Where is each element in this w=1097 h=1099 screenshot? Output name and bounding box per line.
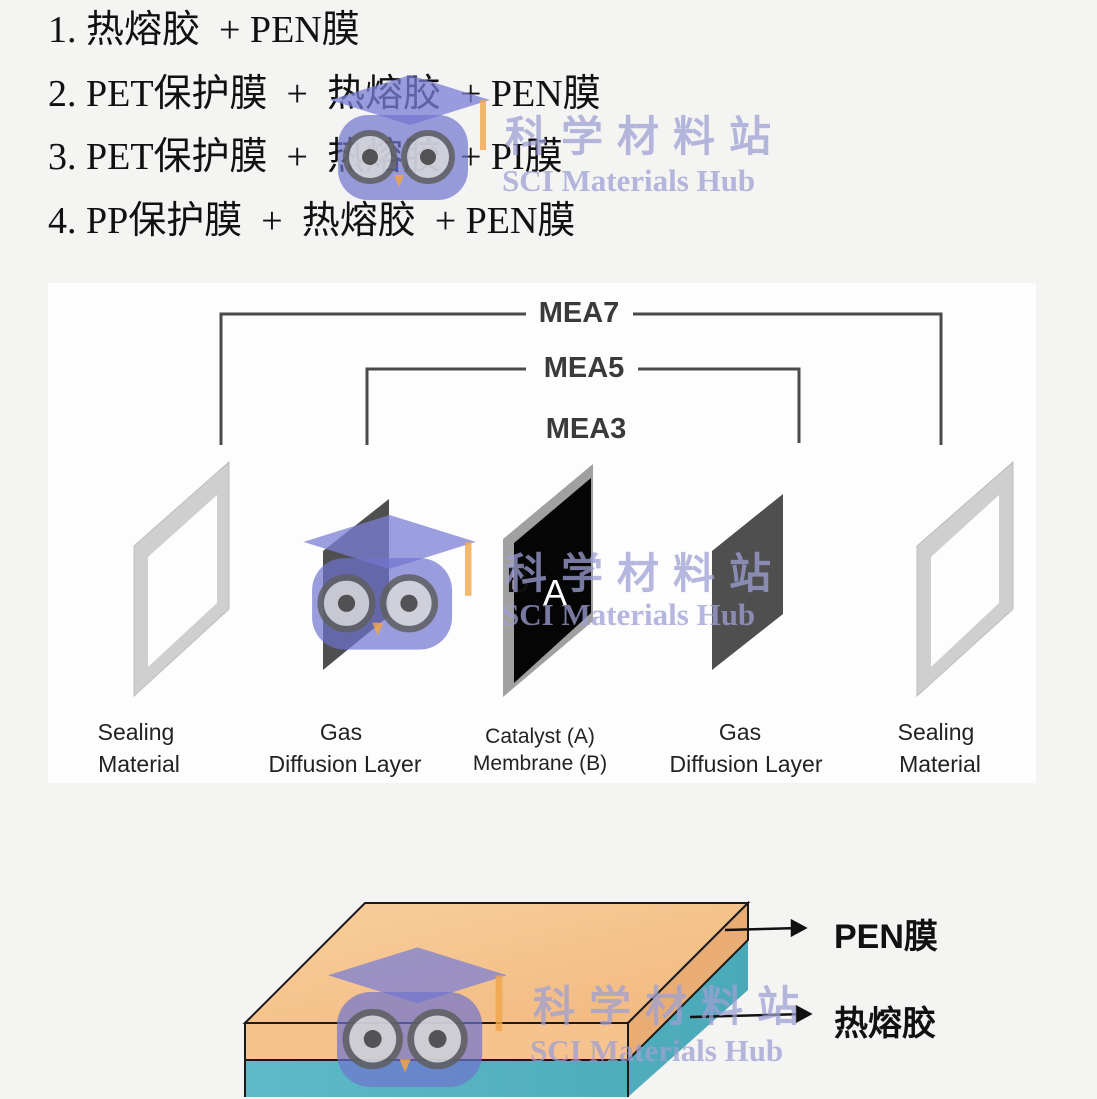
- arrow-to-glue: [689, 1004, 813, 1024]
- pen-film-label: PEN膜: [834, 918, 938, 956]
- mea7-bracket: [219, 312, 943, 445]
- caption-gdl-left-1: Gas: [320, 719, 362, 745]
- option-item-4: 4. PP保护膜 + 热熔胶 + PEN膜: [48, 200, 576, 242]
- option-item-2: 2. PET保护膜 + 热熔胶 + PEN膜: [48, 73, 601, 115]
- caption-catalyst-1: Catalyst (A): [485, 725, 595, 748]
- mea5-label: MEA5: [544, 352, 625, 384]
- arrow-to-pen: [724, 918, 808, 938]
- mea5-bracket: [365, 367, 801, 445]
- sealing-frame-right: [916, 460, 1014, 698]
- option-item-3: 3. PET保护膜 + 热熔胶 + PI膜: [48, 136, 563, 178]
- caption-gdl-right-2: Diffusion Layer: [670, 751, 823, 777]
- sealing-frame-left: [133, 460, 230, 698]
- glue-layer: [245, 940, 748, 1097]
- membrane-face-b: B: [506, 559, 530, 600]
- mea7-label: MEA7: [539, 297, 620, 329]
- catalyst-membrane: B A: [503, 464, 593, 697]
- caption-sealing-right-2: Material: [899, 751, 981, 777]
- caption-gdl-left-2: Diffusion Layer: [269, 751, 422, 777]
- caption-membrane-2: Membrane (B): [473, 752, 607, 775]
- option-item-1: 1. 热熔胶 + PEN膜: [48, 9, 360, 51]
- gas-diffusion-layer-right: [712, 494, 783, 670]
- caption-sealing-right-1: Sealing: [898, 719, 975, 745]
- hot-melt-glue-label: 热熔胶: [834, 1005, 936, 1043]
- layer-stack-diagram: [242, 900, 813, 1097]
- caption-sealing-left-1: Sealing: [98, 719, 175, 745]
- glue-outline: [244, 1060, 629, 1097]
- caption-gdl-right-1: Gas: [719, 719, 761, 745]
- caption-sealing-left-2: Material: [98, 751, 180, 777]
- catalyst-face-a: A: [543, 572, 567, 613]
- mea-diagram: MEA7 MEA5 MEA3 B A Sealing Material Gas …: [48, 283, 1036, 783]
- mea3-label: MEA3: [546, 413, 627, 445]
